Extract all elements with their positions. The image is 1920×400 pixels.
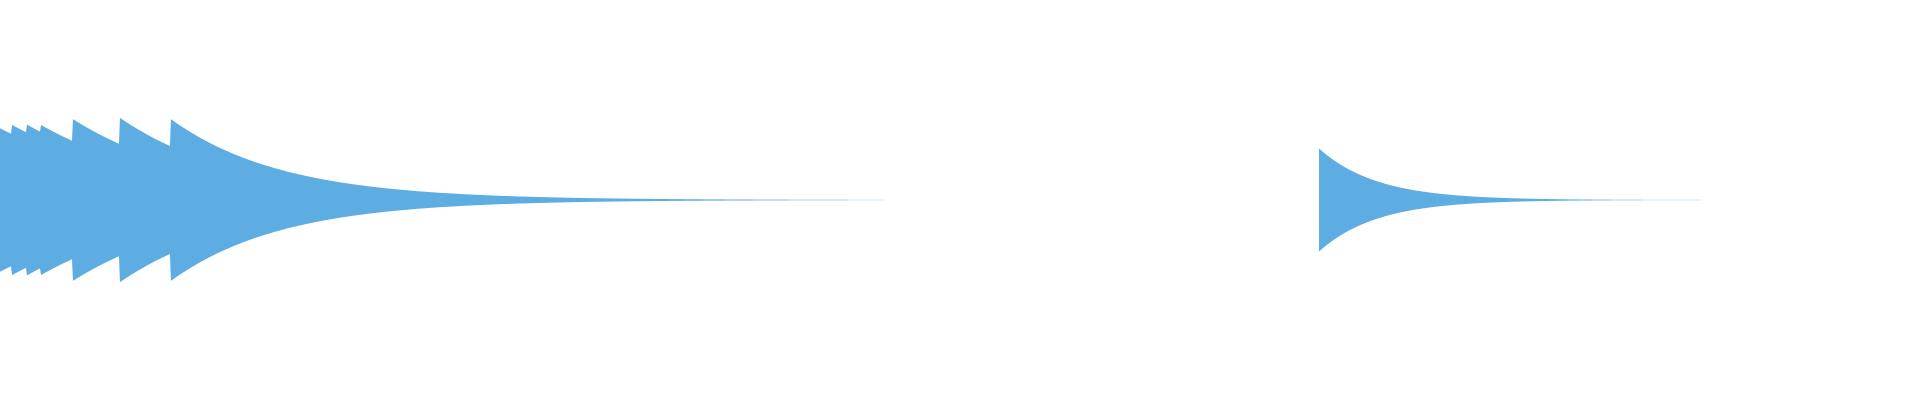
waveform-segment-2 (1319, 148, 1721, 252)
waveform-segment-1 (0, 117, 895, 283)
